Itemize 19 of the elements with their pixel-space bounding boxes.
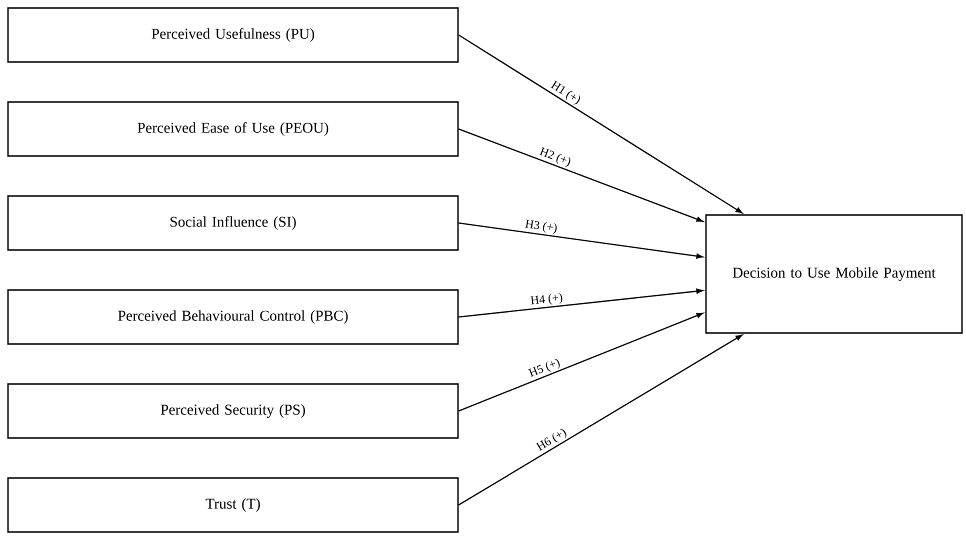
box: Perceived Security (PS): [7, 383, 459, 439]
edge-label: H2 (+): [536, 145, 574, 170]
box: Perceived Behavioural Control (PBC): [7, 289, 459, 345]
edge-label: H3 (+): [523, 218, 559, 236]
arrow: [458, 128, 704, 222]
box: Trust (T): [7, 477, 459, 533]
edge-label: H1 (+): [548, 78, 584, 108]
arrow: [458, 288, 703, 318]
arrow: [458, 312, 704, 412]
edge-label: H4 (+): [528, 292, 564, 308]
arrow: [458, 34, 742, 214]
edge-label: H5 (+): [526, 356, 563, 381]
arrow: [458, 334, 742, 506]
box: Perceived Usefulness (PU): [7, 7, 459, 63]
arrow: [458, 222, 703, 259]
box: Social Influence (SI): [7, 195, 459, 251]
edge-label: H6 (+): [534, 426, 570, 455]
box: Perceived Ease of Use (PEOU): [7, 101, 459, 157]
box: Decision to Use Mobile Payment: [705, 214, 963, 334]
